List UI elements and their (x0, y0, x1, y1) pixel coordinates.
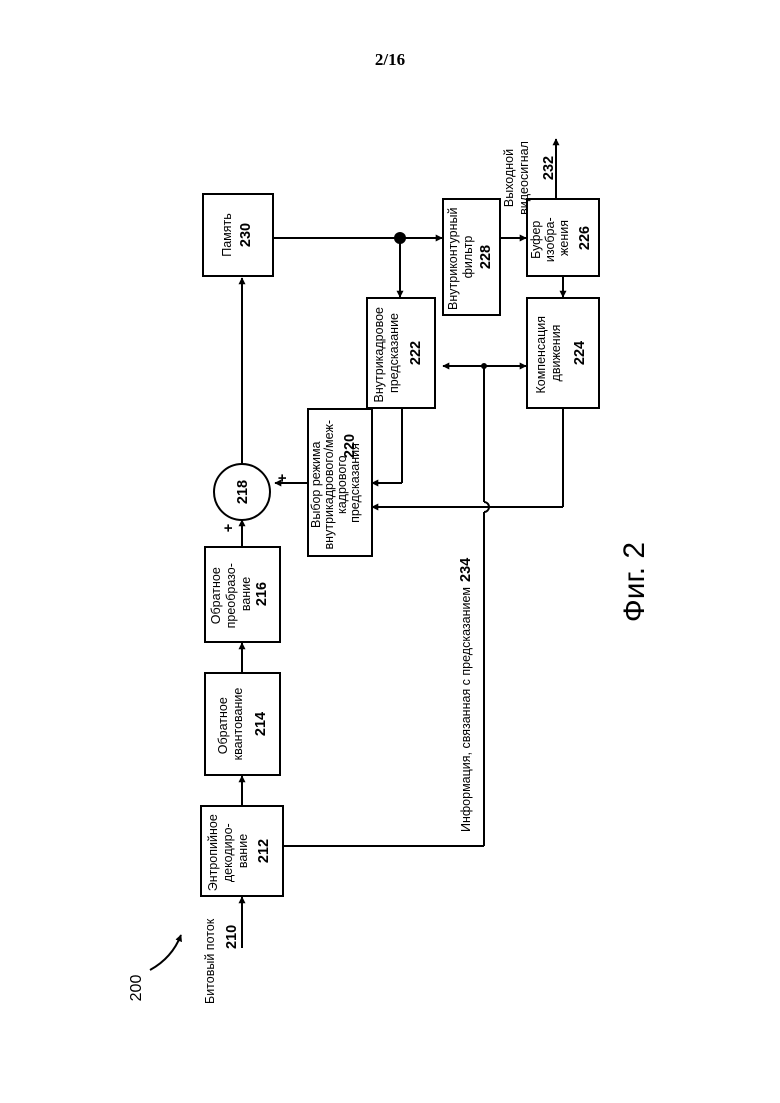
inverse-transform-number: 216 (254, 582, 270, 606)
bitstream-label: Битовый поток (203, 918, 217, 1004)
motion-compensation-label: Компенсация движения (534, 312, 563, 393)
summer-plus-bottom: + (221, 524, 237, 532)
memory-label: Память (220, 213, 234, 257)
mode-selection-number: 220 (342, 434, 358, 458)
connections (242, 139, 563, 948)
side-info-label: Информация, связанная с предсказанием234 (458, 558, 474, 832)
inverse-quantization-number: 214 (253, 712, 269, 736)
motion-compensation-number: 224 (572, 341, 588, 365)
entropy-decoding-number: 212 (256, 839, 272, 863)
output-label-line1: Выходной (502, 149, 516, 207)
intra-prediction-number: 222 (408, 341, 424, 365)
output-number: 232 (541, 156, 557, 180)
loop-filter-number: 228 (478, 245, 494, 269)
diagram-reference-arrow (150, 935, 181, 970)
intra-prediction-label: Внутрикадровое предсказание (372, 304, 401, 403)
junction-dot-memory (394, 232, 406, 244)
picture-buffer-label: Буфер изобра- жения (529, 214, 571, 262)
bitstream-number: 210 (224, 925, 240, 949)
summer-number: 218 (235, 480, 251, 504)
inverse-quantization-label: Обратное квантование (216, 688, 245, 761)
figure-label: Фиг. 2 (618, 542, 651, 622)
summer-plus-side: + (275, 474, 291, 482)
picture-buffer-number: 226 (577, 226, 593, 250)
memory-number: 230 (238, 223, 254, 247)
output-label-line2: видеосигнал (517, 141, 531, 215)
diagram-reference-number: 200 (128, 975, 145, 1002)
